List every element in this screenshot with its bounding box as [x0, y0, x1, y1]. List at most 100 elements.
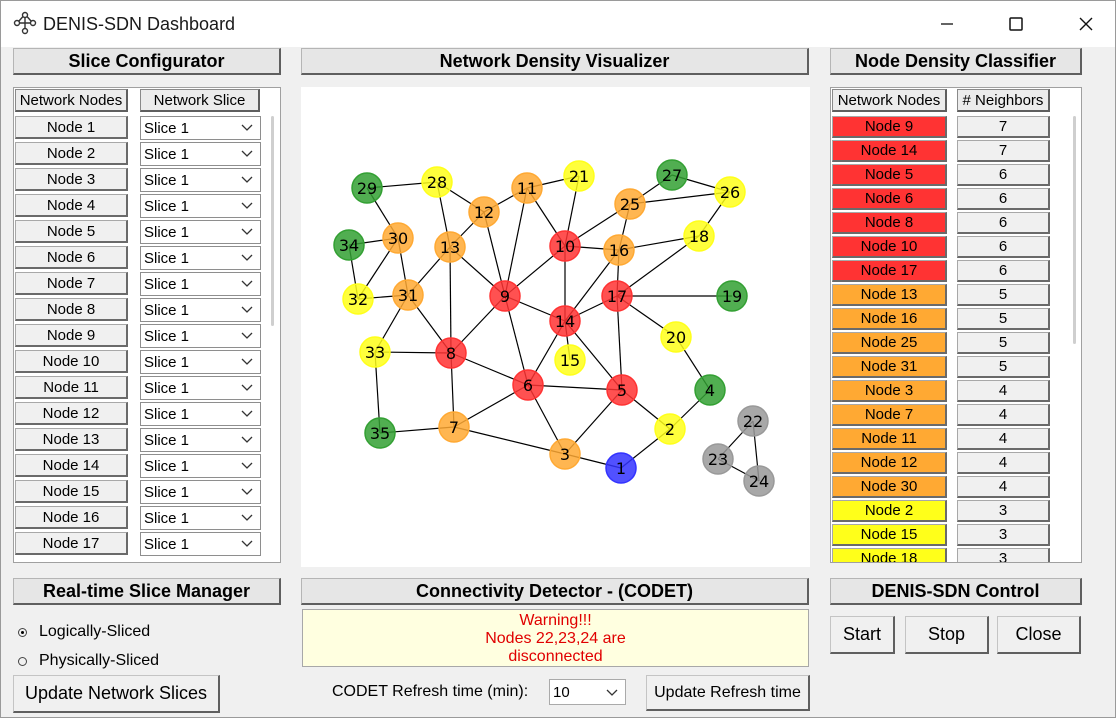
graph-node-3[interactable] — [549, 438, 581, 470]
graph-node-16[interactable] — [603, 234, 635, 266]
graph-node-label-16: 16 — [609, 241, 629, 260]
graph-node-27[interactable] — [656, 159, 688, 191]
graph-node-18[interactable] — [683, 220, 715, 252]
slice-select[interactable]: Slice 1 — [140, 142, 261, 166]
slice-select[interactable]: Slice 1 — [140, 324, 261, 348]
graph-node-13[interactable] — [434, 231, 466, 263]
classifier-node-cell: Node 8 — [832, 212, 947, 234]
slice-select[interactable]: Slice 1 — [140, 220, 261, 244]
graph-node-24[interactable] — [743, 465, 775, 497]
graph-node-5[interactable] — [606, 374, 638, 406]
slice-select[interactable]: Slice 1 — [140, 506, 261, 530]
slice-select[interactable]: Slice 1 — [140, 454, 261, 478]
slice-select-value: Slice 1 — [144, 171, 190, 189]
codet-refresh-select[interactable]: 10 — [549, 679, 626, 705]
slice-select[interactable]: Slice 1 — [140, 350, 261, 374]
graph-node-10[interactable] — [549, 230, 581, 262]
graph-node-label-31: 31 — [398, 286, 418, 305]
graph-node-30[interactable] — [382, 222, 414, 254]
graph-node-33[interactable] — [359, 336, 391, 368]
edge-18-17 — [616, 235, 700, 297]
slice-select[interactable]: Slice 1 — [140, 246, 261, 270]
graph-node-34[interactable] — [333, 229, 365, 261]
slice-select[interactable]: Slice 1 — [140, 194, 261, 218]
slice-select-value: Slice 1 — [144, 405, 190, 423]
classifier-neighbors-cell: 4 — [957, 404, 1050, 426]
graph-node-9[interactable] — [489, 280, 521, 312]
slice-select-value: Slice 1 — [144, 223, 190, 241]
slice-select[interactable]: Slice 1 — [140, 298, 261, 322]
chevron-down-icon — [241, 436, 253, 443]
slice-manager-header: Real-time Slice Manager — [13, 578, 281, 605]
close-button[interactable]: Close — [997, 616, 1081, 654]
graph-node-17[interactable] — [601, 280, 633, 312]
col-header-network-nodes[interactable]: Network Nodes — [15, 89, 128, 112]
classifier-neighbors-cell: 6 — [957, 164, 1050, 186]
col-header-classifier-nodes[interactable]: Network Nodes — [832, 89, 947, 112]
slice-node-cell: Node 4 — [15, 194, 128, 217]
classifier-node-cell: Node 30 — [832, 476, 947, 498]
density-visualizer-header: Network Density Visualizer — [301, 48, 809, 75]
codet-warning-box: Warning!!! Nodes 22,23,24 are disconnect… — [302, 609, 809, 667]
classifier-neighbors-cell: 5 — [957, 284, 1050, 306]
radio-logically-sliced[interactable]: Logically-Sliced — [18, 623, 150, 641]
graph-node-25[interactable] — [614, 188, 646, 220]
graph-node-11[interactable] — [511, 172, 543, 204]
stop-button[interactable]: Stop — [905, 616, 989, 654]
slice-scrollbar[interactable] — [271, 116, 274, 326]
graph-node-26[interactable] — [714, 176, 746, 208]
slice-select[interactable]: Slice 1 — [140, 116, 261, 140]
slice-select[interactable]: Slice 1 — [140, 428, 261, 452]
radio-physically-sliced[interactable]: Physically-Sliced — [18, 652, 159, 670]
slice-select[interactable]: Slice 1 — [140, 376, 261, 400]
slice-select[interactable]: Slice 1 — [140, 532, 261, 556]
slice-node-cell: Node 2 — [15, 142, 128, 165]
chevron-down-icon — [241, 488, 253, 495]
slice-configurator-header: Slice Configurator — [13, 48, 281, 75]
graph-node-29[interactable] — [351, 172, 383, 204]
slice-select[interactable]: Slice 1 — [140, 168, 261, 192]
graph-node-20[interactable] — [660, 321, 692, 353]
start-button[interactable]: Start — [830, 616, 895, 654]
radio-logical-label: Logically-Sliced — [39, 623, 151, 640]
radio-logical-indicator[interactable] — [18, 627, 27, 637]
graph-node-23[interactable] — [702, 443, 734, 475]
slice-node-cell: Node 13 — [15, 428, 128, 451]
graph-node-31[interactable] — [392, 279, 424, 311]
graph-node-22[interactable] — [737, 405, 769, 437]
close-window-button[interactable] — [1063, 1, 1109, 47]
graph-node-6[interactable] — [512, 369, 544, 401]
minimize-button[interactable] — [924, 1, 970, 47]
slice-select[interactable]: Slice 1 — [140, 272, 261, 296]
graph-node-12[interactable] — [468, 196, 500, 228]
graph-node-32[interactable] — [342, 283, 374, 315]
graph-node-2[interactable] — [654, 413, 686, 445]
graph-node-35[interactable] — [364, 417, 396, 449]
graph-node-19[interactable] — [716, 280, 748, 312]
slice-select[interactable]: Slice 1 — [140, 402, 261, 426]
graph-node-28[interactable] — [421, 166, 453, 198]
col-header-neighbors[interactable]: # Neighbors — [957, 89, 1050, 112]
slice-select-value: Slice 1 — [144, 301, 190, 319]
graph-node-1[interactable] — [605, 452, 637, 484]
graph-node-15[interactable] — [554, 344, 586, 376]
radio-physical-indicator[interactable] — [18, 656, 27, 666]
graph-node-label-24: 24 — [749, 472, 769, 491]
graph-node-14[interactable] — [549, 305, 581, 337]
graph-node-21[interactable] — [563, 160, 595, 192]
classifier-node-cell: Node 10 — [832, 236, 947, 258]
classifier-scrollbar[interactable] — [1073, 116, 1076, 344]
col-header-network-slice[interactable]: Network Slice — [140, 89, 260, 112]
slice-select[interactable]: Slice 1 — [140, 480, 261, 504]
graph-node-4[interactable] — [694, 374, 726, 406]
classifier-neighbors-cell: 6 — [957, 188, 1050, 210]
chevron-down-icon — [606, 689, 618, 696]
graph-node-8[interactable] — [435, 337, 467, 369]
edge-25-26 — [629, 191, 731, 205]
maximize-button[interactable] — [993, 1, 1039, 47]
graph-node-7[interactable] — [438, 411, 470, 443]
update-refresh-time-button[interactable]: Update Refresh time — [646, 675, 810, 711]
graph-node-label-26: 26 — [720, 183, 740, 202]
update-network-slices-button[interactable]: Update Network Slices — [13, 675, 220, 713]
chevron-down-icon — [241, 150, 253, 157]
